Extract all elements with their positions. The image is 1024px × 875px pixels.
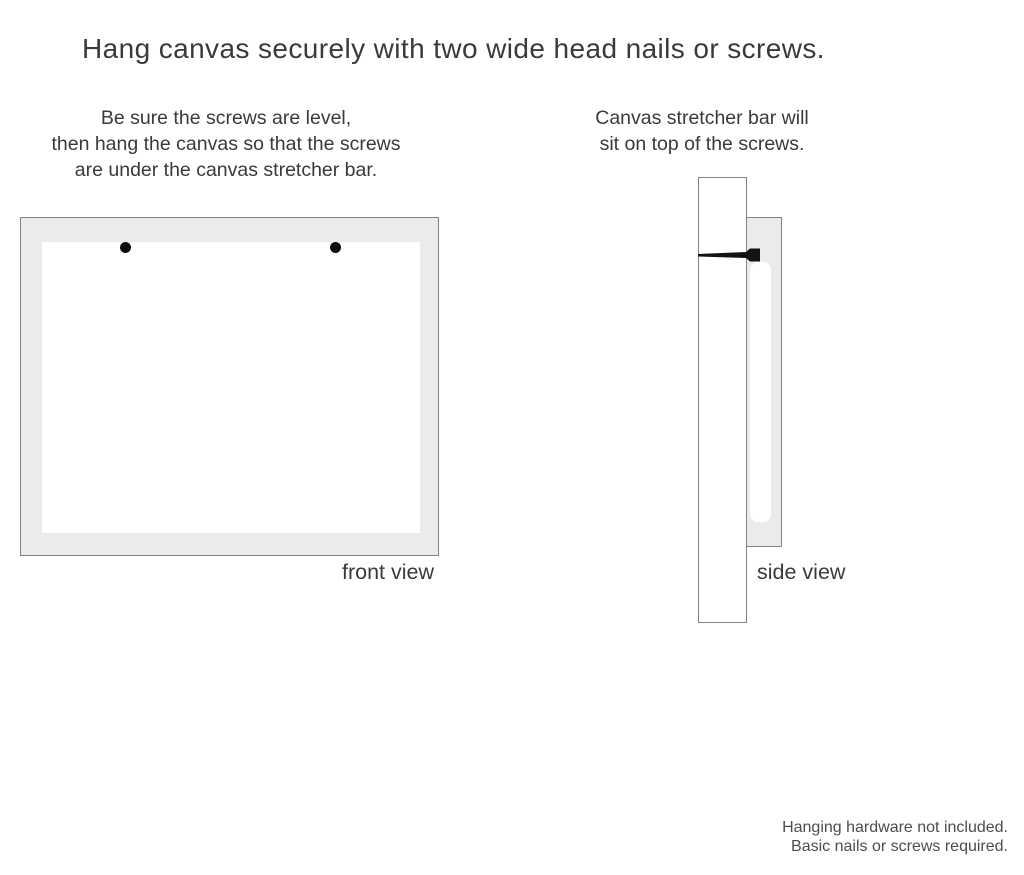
canvas-side-edge: [745, 217, 782, 547]
page-title: Hang canvas securely with two wide head …: [82, 32, 825, 64]
canvas-front-edge: [20, 217, 439, 556]
canvas-side-highlight: [750, 262, 771, 522]
footer-note: Hanging hardware not included. Basic nai…: [782, 819, 1008, 855]
nail-icon: [698, 248, 760, 262]
canvas-front-face: [42, 242, 420, 533]
instruction-screws-level: Be sure the screws are level, then hang …: [51, 107, 401, 181]
front-view-label: front view: [342, 560, 435, 584]
wall-side-strip: [698, 177, 747, 623]
screw-icon: [330, 242, 341, 253]
side-view-label: side view: [757, 560, 846, 584]
screw-icon: [120, 242, 131, 253]
instruction-stretcher-bar: Canvas stretcher bar will sit on top of …: [595, 107, 809, 155]
